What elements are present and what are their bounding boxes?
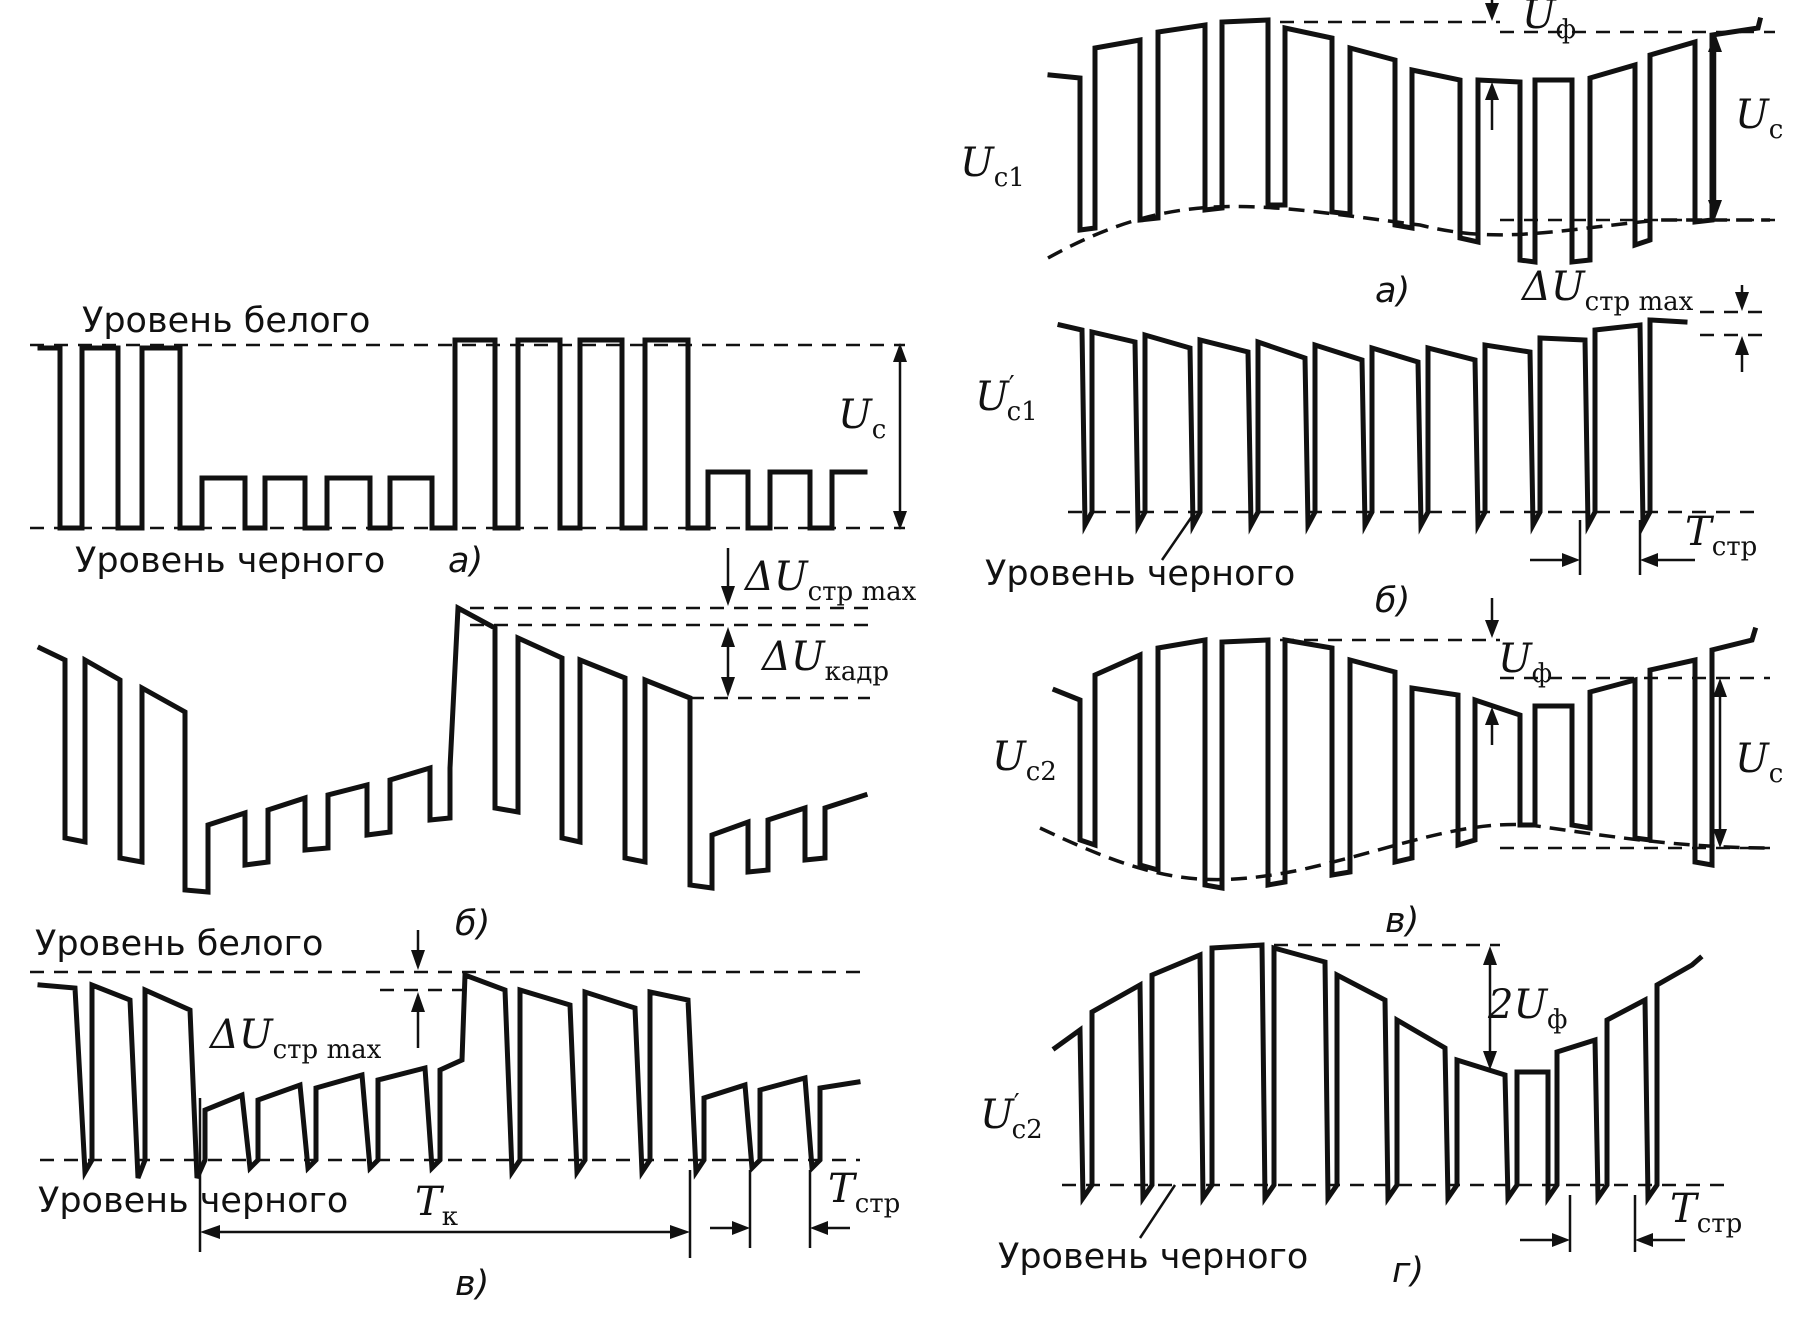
right-g-waveform bbox=[1051, 942, 1704, 1207]
right-g-uc2-prime-label: U′c2 bbox=[980, 1089, 1043, 1145]
left-v-black-level-label: Уровень черного bbox=[38, 1181, 348, 1221]
right-g-2uf-label: 2Uф bbox=[1487, 982, 1568, 1035]
left-a-waveform bbox=[37, 337, 868, 531]
right-g-tstr-dimension bbox=[1520, 1195, 1685, 1252]
left-a-uc-dimension bbox=[893, 343, 907, 530]
right-a-uc-dimension bbox=[1708, 33, 1722, 219]
right-v-uc-dimension bbox=[1713, 678, 1727, 848]
left-panel-b: ΔUстр max ΔUкадр б) bbox=[36, 548, 917, 944]
left-b-panel-tag: б) bbox=[455, 904, 490, 944]
left-b-delta-ustr-max-label: ΔUстр max bbox=[743, 554, 917, 607]
right-v-waveform bbox=[1051, 626, 1759, 891]
right-g-tstr-label: Tстр bbox=[1670, 1186, 1742, 1239]
left-a-uc-label: Uc bbox=[838, 392, 886, 445]
right-b-uc1-prime-label: U′c1 bbox=[975, 371, 1038, 427]
left-b-delta-dimension bbox=[721, 548, 735, 697]
right-b-delta-ustr-max-label: ΔUстр max bbox=[1520, 264, 1694, 317]
right-a-uc-label: Uc bbox=[1735, 92, 1783, 145]
right-v-uf-label: Uф bbox=[1498, 636, 1552, 689]
left-v-panel-tag: в) bbox=[455, 1264, 489, 1304]
right-a-waveform bbox=[1047, 16, 1764, 265]
right-b-black-level-pointer bbox=[1160, 511, 1197, 561]
right-a-panel-tag: а) bbox=[1375, 271, 1410, 311]
right-v-uc-label: Uc bbox=[1735, 736, 1783, 789]
right-panel-b: ΔUстр max U′c1 Tстр Уровень черного б) bbox=[975, 264, 1765, 621]
right-g-panel-tag: г) bbox=[1392, 1251, 1424, 1291]
right-g-black-level-pointer bbox=[1138, 1184, 1177, 1239]
left-a-panel-tag: а) bbox=[448, 541, 483, 581]
right-b-black-level-label: Уровень черного bbox=[985, 554, 1295, 594]
right-b-tstr-dimension bbox=[1530, 520, 1695, 575]
right-panel-a: Uc1 Uф Uc а) bbox=[960, 0, 1783, 311]
left-v-waveform bbox=[37, 971, 861, 1181]
left-b-delta-ukadr-label: ΔUкадр bbox=[760, 634, 889, 687]
right-b-tstr-label: Tстр bbox=[1685, 509, 1757, 562]
right-panel-v: Uc2 Uф Uc в) bbox=[992, 598, 1783, 941]
left-b-waveform bbox=[36, 603, 869, 895]
left-v-tstr-dimension bbox=[710, 1170, 850, 1248]
left-v-tstr-label: Tстр bbox=[828, 1166, 900, 1219]
right-v-panel-tag: в) bbox=[1385, 901, 1419, 941]
right-b-delta-dimension bbox=[1735, 285, 1749, 372]
left-v-delta-dimension bbox=[411, 930, 425, 1048]
right-panel-g: 2Uф U′c2 Tстр Уровень черного г) bbox=[980, 942, 1742, 1291]
left-v-delta-ustr-max-label: ΔUстр max bbox=[208, 1012, 382, 1065]
right-b-waveform bbox=[1057, 317, 1688, 535]
right-g-black-level-label: Уровень черного bbox=[998, 1237, 1308, 1277]
right-a-uc1-label: Uc1 bbox=[960, 140, 1025, 193]
left-v-tk-label: Tк bbox=[415, 1179, 458, 1232]
right-a-uf-dimension bbox=[1485, 0, 1499, 130]
left-panel-v: Уровень белого Уровень черного ΔUстр max… bbox=[30, 924, 900, 1304]
right-v-uf-dimension bbox=[1485, 598, 1499, 745]
right-b-panel-tag: б) bbox=[1375, 581, 1410, 621]
right-g-2uf-dimension bbox=[1483, 946, 1497, 1070]
left-panel-a: Уровень белого Уровень черного а) Uc bbox=[30, 301, 907, 581]
right-a-uf-label: Uф bbox=[1522, 0, 1576, 45]
left-v-white-level-label: Уровень белого bbox=[35, 924, 323, 964]
right-v-uc2-label: Uc2 bbox=[992, 734, 1057, 787]
left-a-black-level-label: Уровень черного bbox=[75, 541, 385, 581]
left-a-white-level-label: Уровень белого bbox=[82, 301, 370, 341]
left-v-tk-dimension bbox=[198, 1098, 692, 1258]
